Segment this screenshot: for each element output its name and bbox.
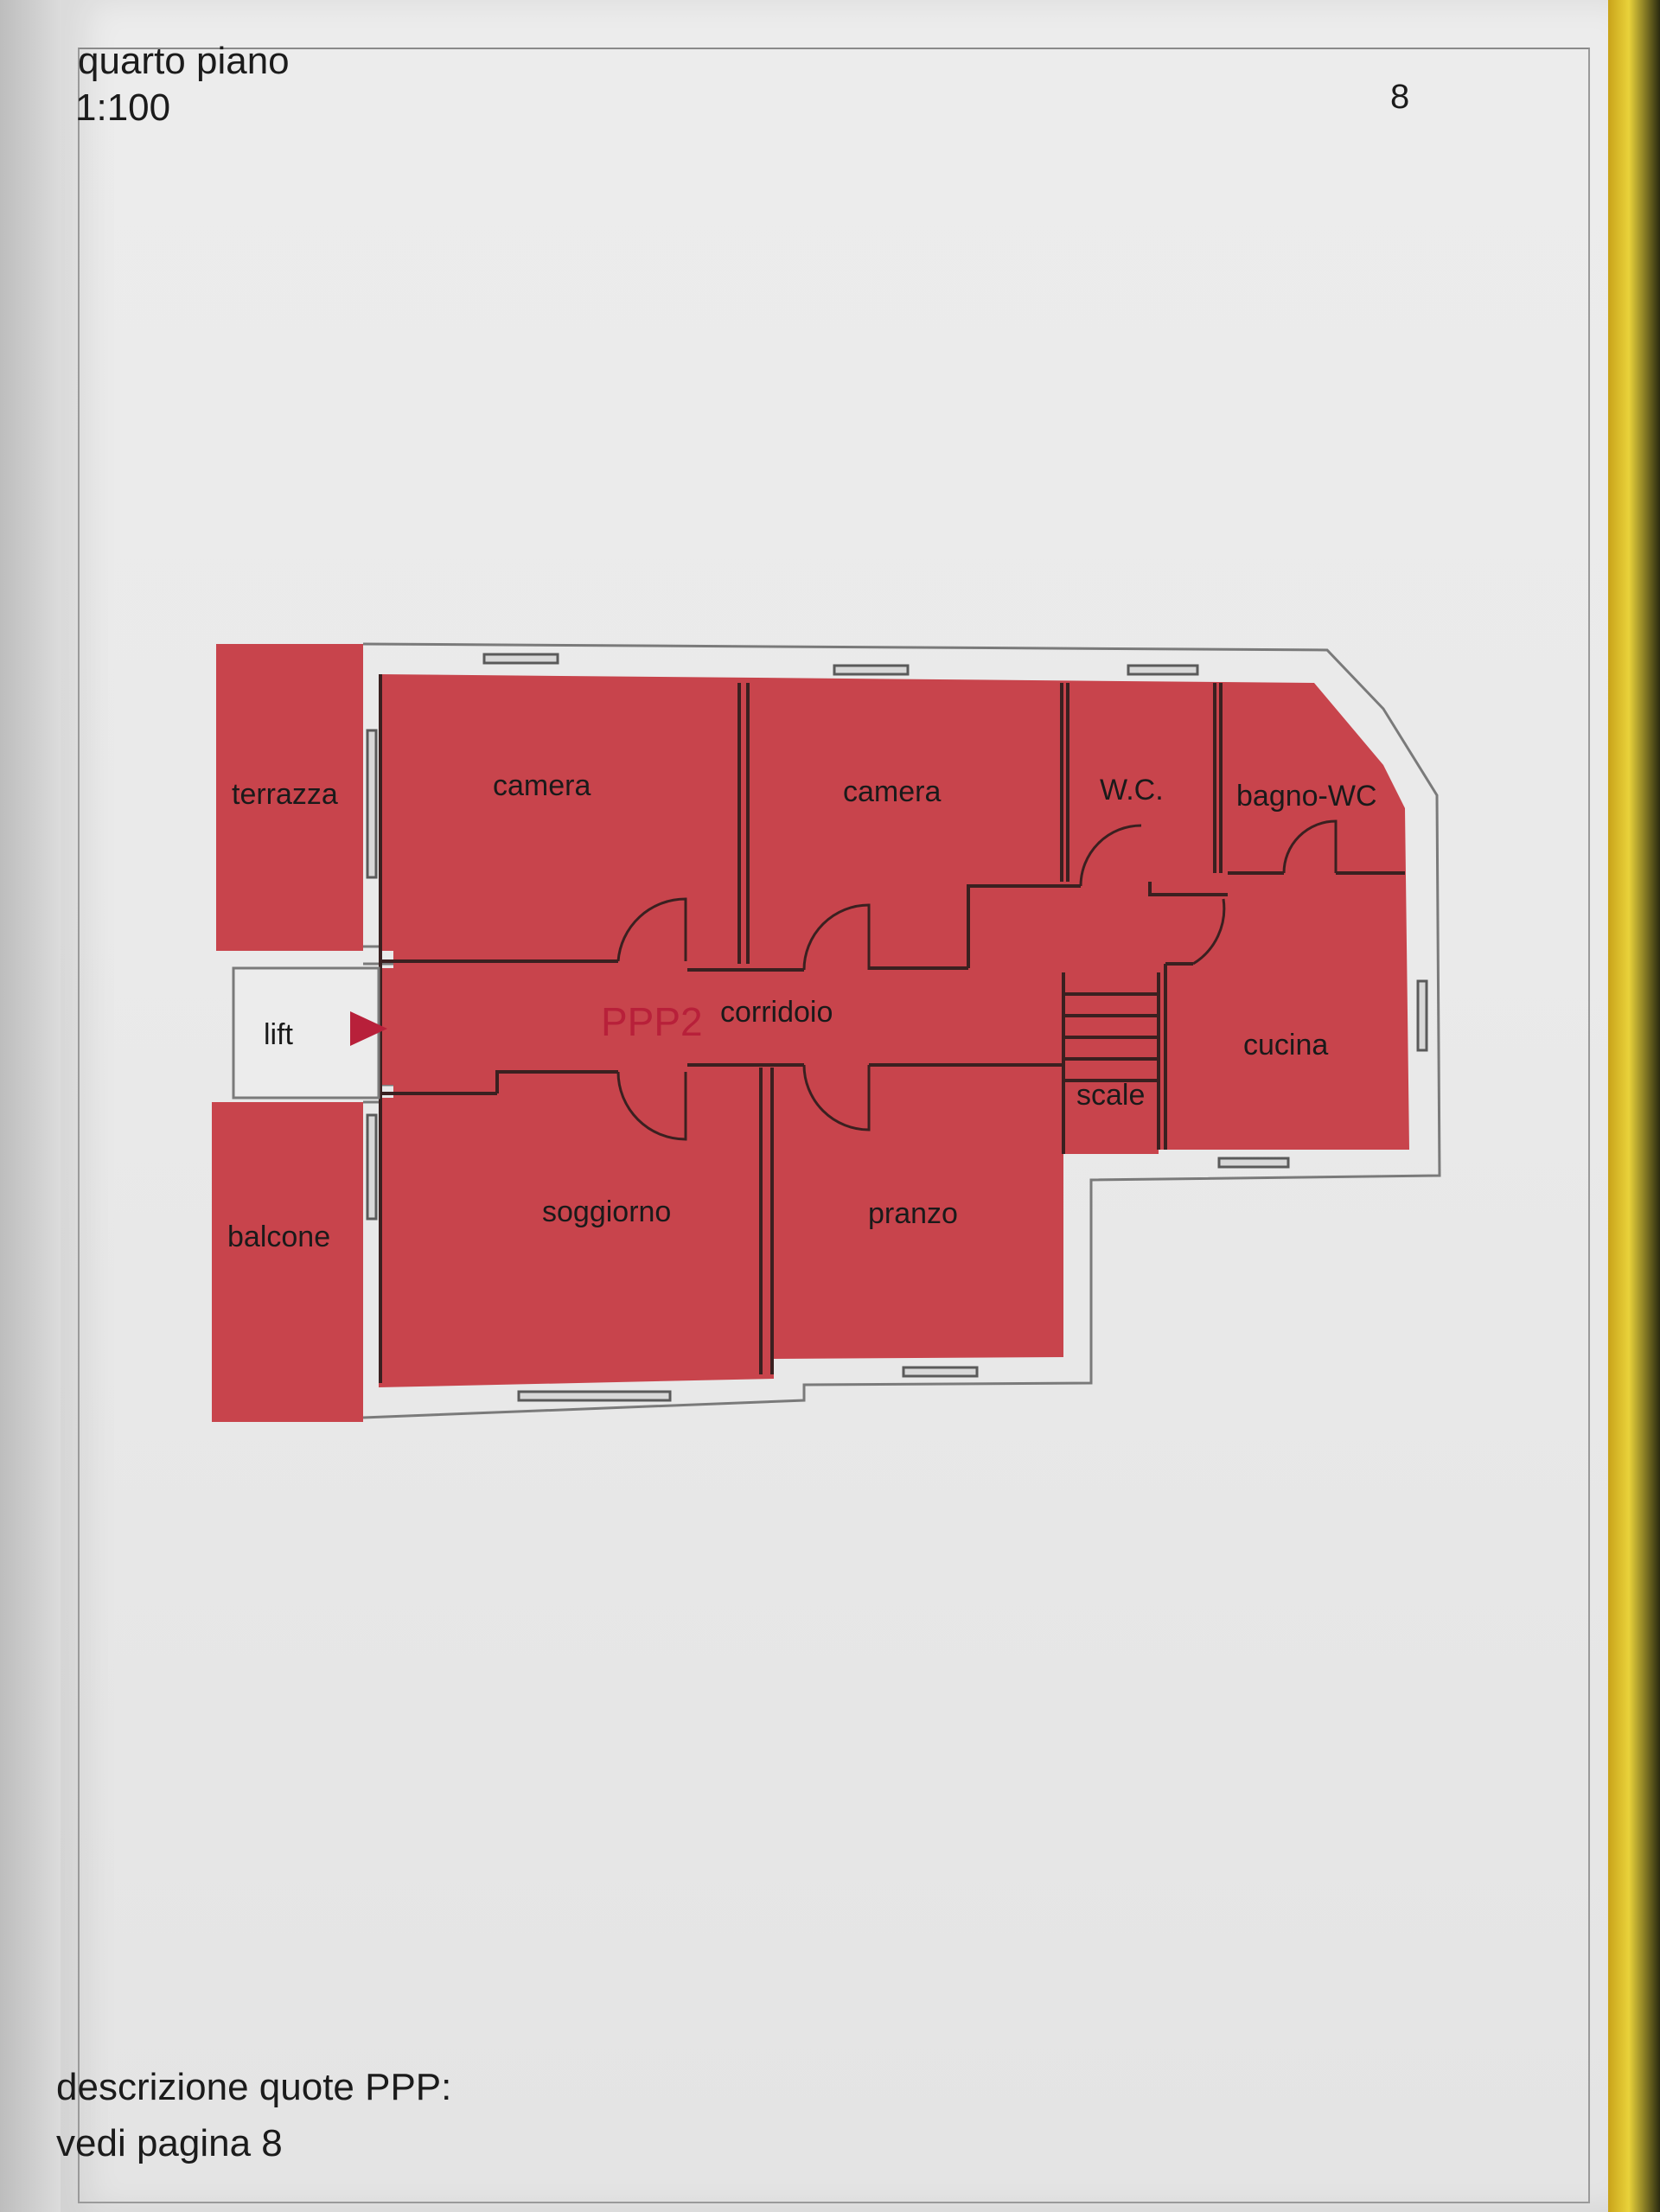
interior-walls <box>379 674 1405 1383</box>
label-terrazza: terrazza <box>232 778 338 811</box>
lift-box <box>232 966 387 1100</box>
label-lift: lift <box>264 1018 294 1051</box>
binder-edge <box>1608 0 1660 2212</box>
label-cucina: cucina <box>1243 1029 1328 1061</box>
door-swings <box>616 819 1338 1141</box>
label-bagno: bagno-WC <box>1236 780 1377 813</box>
scale-label: 1:100 <box>75 86 171 129</box>
label-corridoio: corridoio <box>720 996 833 1029</box>
label-ppp2: PPP2 <box>601 999 703 1044</box>
label-pranzo: pranzo <box>868 1197 958 1230</box>
main-area <box>379 674 1409 1387</box>
floor-title: quarto piano <box>78 40 290 82</box>
balcone-area <box>212 1102 363 1422</box>
lift-arrow-icon <box>350 1011 387 1046</box>
page-number: 8 <box>1390 78 1410 116</box>
red-zones <box>212 644 1409 1422</box>
label-balcone: balcone <box>227 1221 330 1253</box>
footer-reference: vedi pagina 8 <box>56 2122 283 2164</box>
label-wc: W.C. <box>1100 774 1164 806</box>
footer-description: descrizione quote PPP: <box>56 2066 452 2108</box>
page-frame <box>78 48 1590 2203</box>
terrazza-area <box>216 644 363 951</box>
label-soggiorno: soggiorno <box>542 1195 671 1228</box>
label-scale: scale <box>1076 1079 1145 1112</box>
label-camera-2: camera <box>843 775 941 808</box>
windows <box>366 653 1428 1402</box>
label-camera-1: camera <box>493 769 591 802</box>
